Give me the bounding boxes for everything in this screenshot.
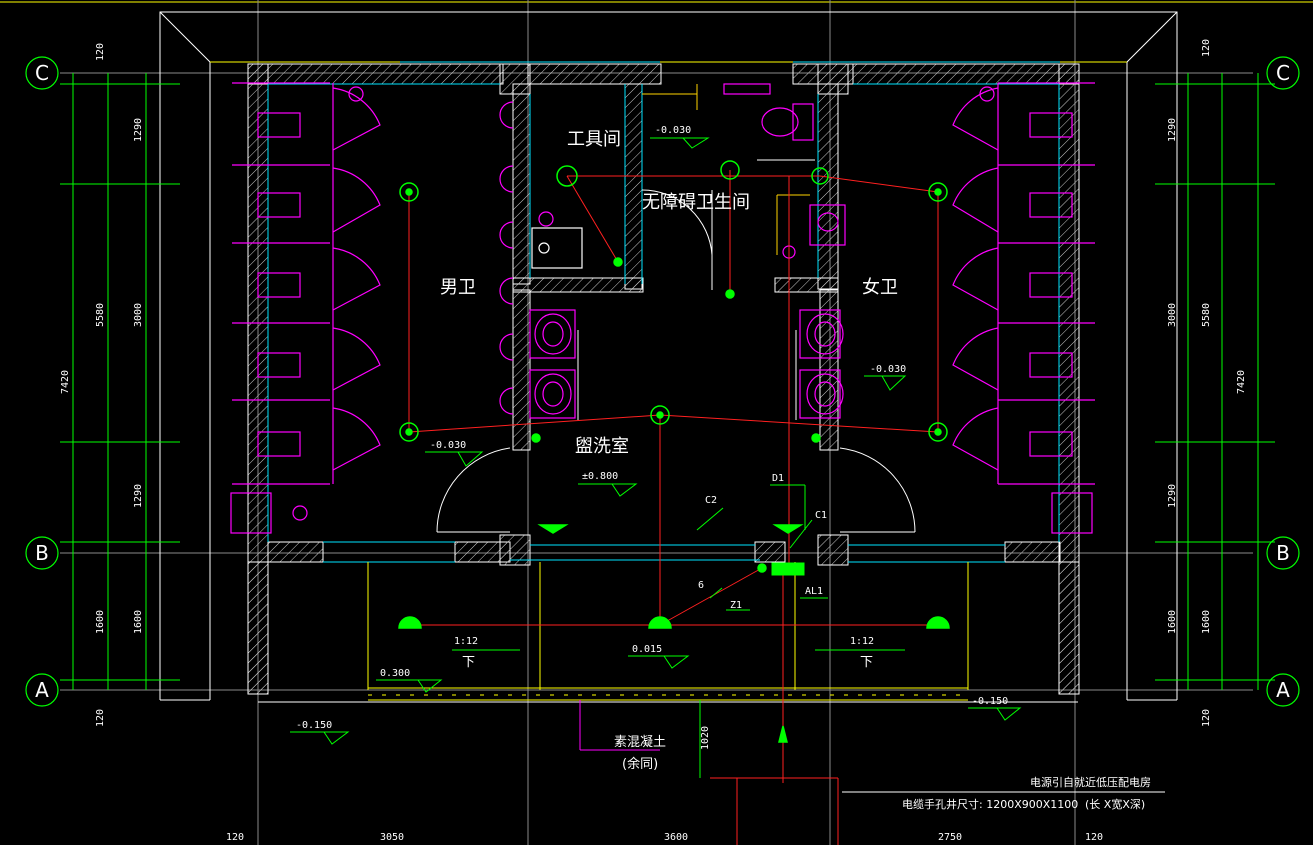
dim-left-1600: 1600 <box>133 610 144 634</box>
axis-a-left: A <box>35 678 49 702</box>
dim-left-3000: 3000 <box>133 303 144 327</box>
dim-bottom-3050: 3050 <box>380 832 404 843</box>
ramp-slope-right: 1:12 <box>850 636 874 647</box>
dim-left-bottom: 120 <box>95 709 106 727</box>
wiring <box>408 170 939 845</box>
room-men: 男卫 <box>440 277 476 298</box>
ramp-dir-right: 下 <box>860 655 873 670</box>
axis-a-right: A <box>1276 678 1290 702</box>
dim-right-bottom: 120 <box>1201 709 1212 727</box>
dim-left-1290b: 1290 <box>133 484 144 508</box>
axis-b-left: B <box>35 541 49 565</box>
dim-right-1290b: 1290 <box>1167 484 1178 508</box>
level-outside-right: -0.150 <box>972 696 1008 707</box>
circuit-6: 6 <box>698 580 704 591</box>
dim-right-7420: 7420 <box>1236 370 1247 394</box>
room-women: 女卫 <box>862 277 898 298</box>
room-tool: 工具间 <box>567 129 621 150</box>
circuit-c1: C1 <box>815 510 827 521</box>
level-women: -0.030 <box>870 364 906 375</box>
dim-right-1600-outer: 1600 <box>1201 610 1212 634</box>
dims-bottom: 120 3050 3600 2750 120 1020 <box>226 726 1103 843</box>
dimension-lines <box>60 73 1275 778</box>
sanitary-fixtures <box>230 82 1095 534</box>
note-same: (余同) <box>622 756 658 772</box>
axis-bubbles <box>25 56 1300 707</box>
note-manhole-units: (长 X宽X深) <box>1085 797 1145 811</box>
dim-left-1600-outer: 1600 <box>95 610 106 634</box>
level-markers <box>290 137 1022 745</box>
circuit-d1: D1 <box>772 473 784 484</box>
porch <box>258 562 1078 751</box>
level-washroom: ±0.800 <box>582 471 618 482</box>
circuit-z1: Z1 <box>730 600 742 611</box>
dim-left-7420: 7420 <box>60 370 71 394</box>
ramp-dir-left: 下 <box>462 655 475 670</box>
dims-left: 120 1290 3000 1290 1600 1600 120 5580 74… <box>60 43 144 727</box>
dim-right-top: 120 <box>1201 39 1212 57</box>
doors <box>436 84 916 533</box>
note-manhole: 电缆手孔井尺寸: 1200X900X1100 <box>902 797 1078 811</box>
dim-bottom-120a: 120 <box>226 832 244 843</box>
dim-bottom-120b: 120 <box>1085 832 1103 843</box>
room-labels: 工具间 无障碍卫生间 男卫 女卫 盥洗室 <box>440 129 898 457</box>
dim-left-top: 120 <box>95 43 106 61</box>
circuit-al1: AL1 <box>805 586 823 597</box>
level-left-hall: -0.030 <box>430 440 466 451</box>
dim-right-1600: 1600 <box>1167 610 1178 634</box>
dim-vertical-1020: 1020 <box>700 726 711 750</box>
axis-c-right: C <box>1276 61 1290 85</box>
dim-left-1290a: 1290 <box>133 118 144 142</box>
level-ramp: 0.015 <box>632 644 662 655</box>
room-accessible: 无障碍卫生间 <box>642 192 750 213</box>
walls <box>247 63 1080 695</box>
note-power-source: 电源引自就近低压配电房 <box>1030 775 1151 789</box>
dim-right-1290a: 1290 <box>1167 118 1178 142</box>
circuit-c2: C2 <box>705 495 717 506</box>
note-concrete: 素混凝土 <box>614 734 666 750</box>
level-tool: -0.030 <box>655 125 691 136</box>
axis-c-left: C <box>35 61 49 85</box>
ramp-slope-left: 1:12 <box>454 636 478 647</box>
dim-bottom-2750: 2750 <box>938 832 962 843</box>
dim-bottom-3600: 3600 <box>664 832 688 843</box>
axis-b-right: B <box>1276 541 1290 565</box>
dim-right-5580: 5580 <box>1201 303 1212 327</box>
inner-wall-lines <box>267 61 1060 563</box>
level-outside-left: -0.150 <box>296 720 332 731</box>
dim-left-5580: 5580 <box>95 303 106 327</box>
room-washroom: 盥洗室 <box>575 436 629 457</box>
axis-labels: C B A C B A <box>35 61 1290 702</box>
notes: 素混凝土 (余同) 电源引自就近低压配电房 电缆手孔井尺寸: 1200X900X… <box>614 734 1165 811</box>
level-step: 0.300 <box>380 668 410 679</box>
dims-right: 120 1290 3000 1290 1600 1600 5580 7420 1… <box>1167 39 1247 727</box>
light-fixtures <box>398 160 950 743</box>
level-texts: -0.030 -0.030 -0.030 ±0.800 0.015 0.300 … <box>296 125 1008 731</box>
dim-right-3000: 3000 <box>1167 303 1178 327</box>
